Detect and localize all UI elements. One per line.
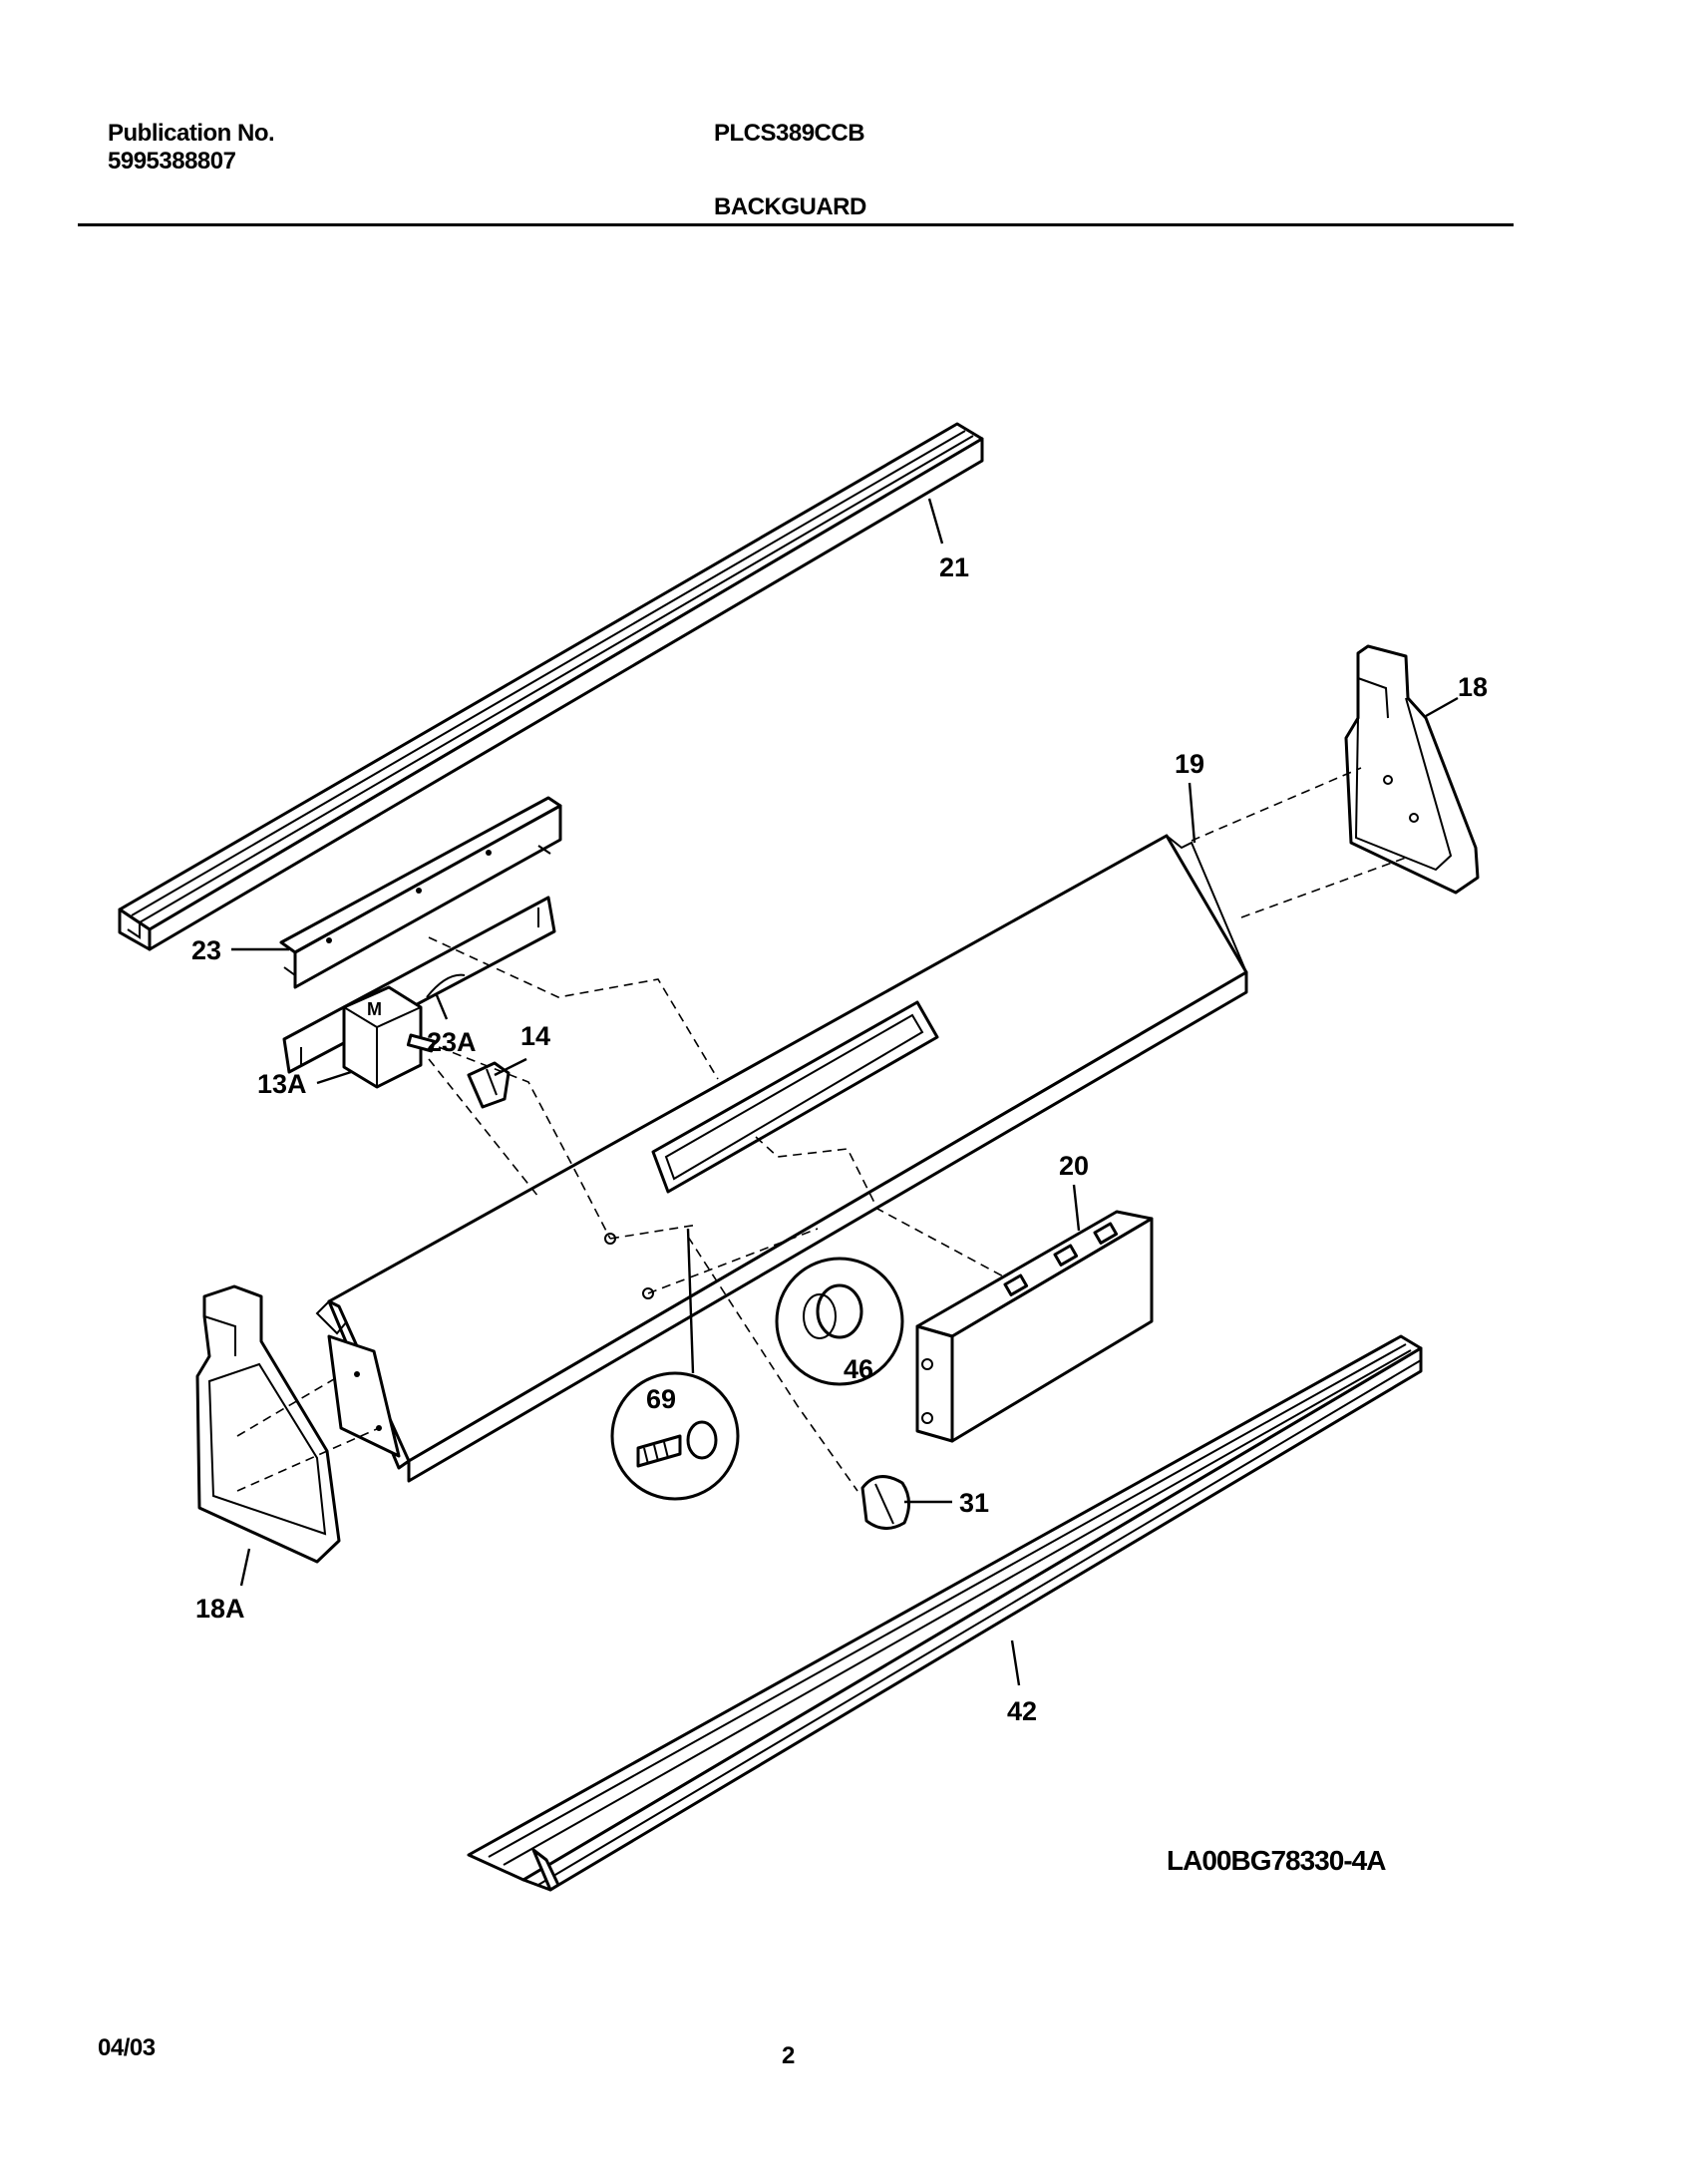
callout-leaders bbox=[231, 498, 1459, 1686]
part-20-control-board bbox=[915, 1210, 1154, 1443]
svg-text:M: M bbox=[367, 999, 382, 1019]
part-18-right-end-cap bbox=[1344, 644, 1480, 895]
assembly-dash-lines bbox=[236, 767, 1407, 1492]
part-21-top-trim bbox=[118, 422, 984, 951]
callout-19: 19 bbox=[1175, 749, 1204, 779]
part-46-knob-detail bbox=[775, 1257, 904, 1386]
part-18a-left-end-cap bbox=[195, 1284, 341, 1564]
publication-number: 5995388807 bbox=[108, 148, 236, 175]
part-42-bottom-trim bbox=[467, 1334, 1423, 1892]
drawing-code: LA00BG78330-4A bbox=[1167, 1845, 1386, 1876]
model-number: PLCS389CCB bbox=[714, 120, 865, 147]
header-rule bbox=[78, 223, 1514, 226]
callout-13a: 13A bbox=[257, 1069, 307, 1099]
callout-18: 18 bbox=[1458, 672, 1488, 702]
footer-date: 04/03 bbox=[98, 2034, 156, 2061]
callout-46: 46 bbox=[844, 1354, 873, 1384]
callout-20: 20 bbox=[1059, 1151, 1089, 1181]
callout-23a: 23A bbox=[427, 1027, 477, 1057]
callout-21: 21 bbox=[939, 552, 969, 582]
part-13a-switch: M bbox=[342, 985, 436, 1089]
callout-18a: 18A bbox=[195, 1594, 245, 1624]
page-number: 2 bbox=[782, 2042, 795, 2069]
section-title: BACKGUARD bbox=[714, 193, 866, 220]
callout-23: 23 bbox=[191, 935, 221, 965]
part-31-knob bbox=[860, 1475, 910, 1530]
part-19-backguard-panel bbox=[315, 834, 1248, 1483]
publication-label: Publication No. bbox=[108, 120, 275, 147]
part-69-screw-detail bbox=[610, 1371, 740, 1501]
callout-42: 42 bbox=[1007, 1696, 1037, 1726]
callout-14: 14 bbox=[520, 1021, 550, 1051]
callout-31: 31 bbox=[959, 1488, 989, 1518]
callout-69: 69 bbox=[646, 1384, 676, 1414]
part-14-clip bbox=[467, 1061, 511, 1109]
part-23-bracket bbox=[279, 796, 562, 989]
